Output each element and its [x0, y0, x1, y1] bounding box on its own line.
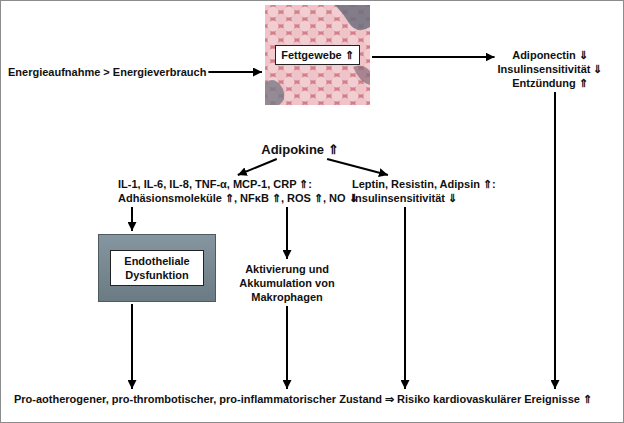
node-text: Aktivierung und Akkumulation von Makroph…: [231, 262, 343, 304]
flow-arrow: [554, 92, 556, 389]
tissue-box: Fettgewebe ⇑: [265, 5, 370, 105]
node-text: Entzündung ⇑: [498, 76, 603, 90]
cause-text: Energieaufnahme > Energieverbrauch: [8, 65, 206, 79]
node-text: Leptin, Resistin, Adipsin ⇑:: [352, 177, 496, 191]
outcome-text: Pro-aotherogener, pro-thrombotischer, pr…: [14, 392, 592, 406]
flow-arrow: [372, 56, 495, 58]
adipokine-text: Adipokine ⇑: [261, 142, 338, 158]
node-text: Adhäsionsmoleküle ⇑, NFκB ⇑, ROS ⇑, NO ⇓: [118, 191, 358, 205]
flow-arrow: [327, 159, 388, 175]
hormone-text: Leptin, Resistin, Adipsin ⇑:Insulinsensi…: [352, 177, 496, 205]
flow-arrow: [238, 159, 277, 175]
effect-list: Adiponectin ⇓Insulinsensitivität ⇓Entzün…: [498, 48, 603, 90]
node-text: Energieaufnahme > Energieverbrauch: [8, 65, 206, 79]
flow-arrow: [131, 304, 133, 389]
node-text: Insulinsensitivität ⇓: [352, 191, 496, 205]
macrophage-text: Aktivierung und Akkumulation von Makroph…: [231, 262, 343, 304]
mediator-text: IL-1, IL-6, IL-8, TNF-α, MCP-1, CRP ⇑:Ad…: [118, 177, 358, 205]
flow-arrow: [404, 207, 406, 389]
node-text: Insulinsensitivität ⇓: [498, 62, 603, 76]
flow-arrow: [131, 207, 133, 231]
node-text: Fettgewebe ⇑: [275, 45, 360, 65]
flow-arrow: [286, 207, 288, 259]
flow-arrow: [208, 71, 262, 73]
node-text: IL-1, IL-6, IL-8, TNF-α, MCP-1, CRP ⇑:: [118, 177, 358, 191]
node-text: Pro-aotherogener, pro-thrombotischer, pr…: [14, 392, 592, 406]
node-text: Adipokine ⇑: [261, 142, 338, 158]
dysfunction-box: Endotheliale Dysfunktion: [98, 234, 216, 302]
node-text: Adiponectin ⇓: [498, 48, 603, 62]
flow-arrow: [286, 306, 288, 389]
node-text: Endotheliale Dysfunktion: [110, 250, 204, 286]
